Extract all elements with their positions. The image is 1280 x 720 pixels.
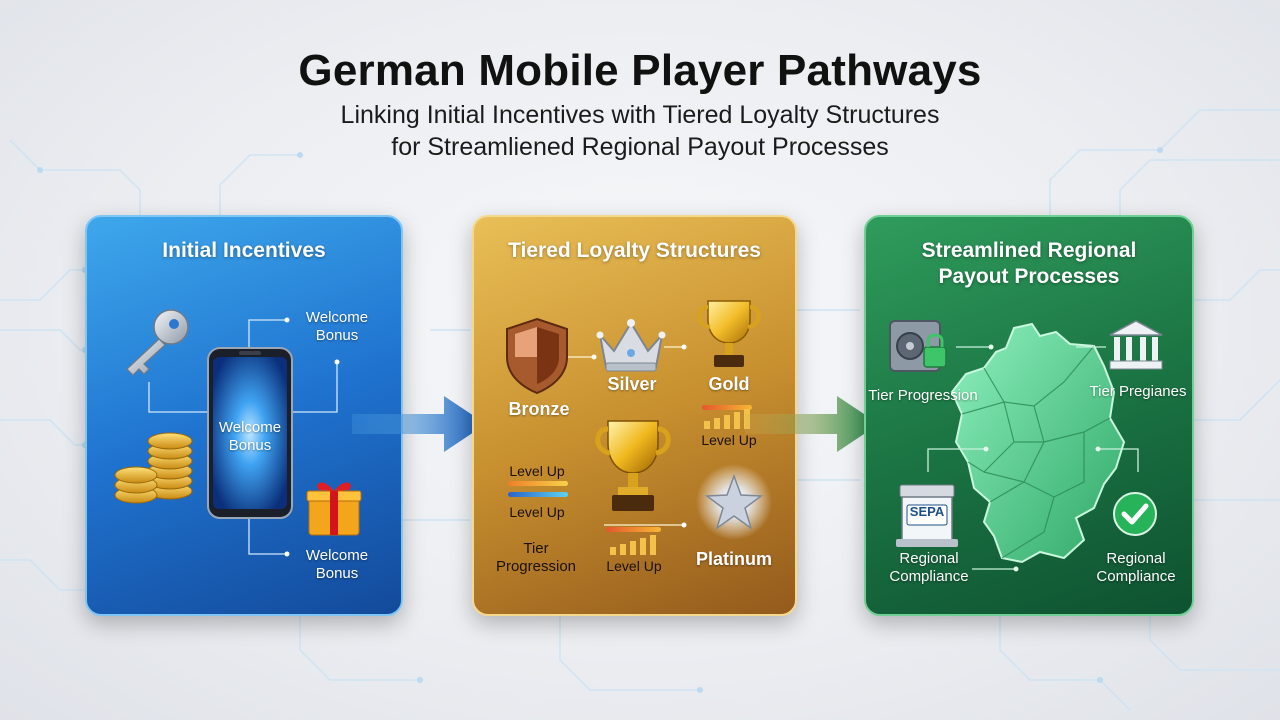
level-bar [508, 492, 568, 497]
tier-silver-label: Silver [607, 374, 657, 394]
level-up-label-1: Level Up [701, 432, 757, 448]
sepa-label: SEPA [909, 504, 945, 519]
level-up-label-4: Level Up [606, 558, 662, 574]
flow-arrow-loyalty-to-payout [745, 396, 879, 452]
compliance-right-label: Regional Compliance [1096, 550, 1176, 585]
bronze-shield-icon [506, 317, 568, 395]
payout-title-line-2: Payout Processes [938, 265, 1120, 288]
tier-platinum-label: Platinum [695, 549, 772, 569]
level-up-label-2: Level Up [509, 463, 565, 479]
bank-building-icon [1109, 320, 1163, 370]
level-up-bars-icon [610, 535, 656, 555]
level-bar [702, 405, 752, 410]
tiered-loyalty-title: Tiered Loyalty Structures [508, 239, 761, 262]
smartphone-icon [207, 347, 293, 519]
germany-map-icon [950, 322, 1126, 564]
gold-coins-icon [114, 432, 193, 504]
welcome-bonus-callout-top: Welcome Bonus [305, 309, 369, 344]
tier-progression-label: Tier Progression [495, 540, 577, 575]
level-up-label-3: Level Up [509, 504, 565, 520]
key-icon [126, 309, 189, 376]
level-bar [606, 527, 661, 532]
page-subtitle-line-2: for Streamliened Regional Payout Process… [391, 133, 889, 161]
payout-tier-progression-label: Tier Progression [868, 387, 978, 404]
sepa-terminal-icon [896, 484, 958, 547]
phone-welcome-bonus-label: Welcome Bonus [218, 419, 282, 454]
gold-trophy-icon [697, 300, 761, 367]
vault-lock-icon [889, 320, 947, 372]
platinum-star-icon [696, 464, 772, 540]
silver-crown-icon [596, 319, 666, 372]
level-bar [508, 481, 568, 486]
page-title: German Mobile Player Pathways [298, 46, 982, 95]
tier-pregianes-label: Tier Pregianes [1089, 383, 1187, 400]
compliance-left-label: Regional Compliance [889, 550, 969, 585]
flow-arrow-incentives-to-loyalty [352, 396, 486, 452]
regional-payout-panel: Streamlined Regional Payout Processes Ti… [864, 215, 1194, 616]
welcome-bonus-callout-bottom: Welcome Bonus [305, 547, 369, 582]
gift-box-icon [306, 482, 362, 536]
tier-bronze-label: Bronze [508, 399, 570, 419]
tiered-loyalty-panel: Tiered Loyalty Structures Bronze Silver … [472, 215, 797, 616]
tier-gold-label: Gold [708, 374, 750, 394]
loyalty-connectors [566, 344, 687, 528]
initial-incentives-title: Initial Incentives [162, 239, 326, 262]
incentive-connectors [148, 317, 340, 557]
page-subtitle-line-1: Linking Initial Incentives with Tiered L… [340, 101, 940, 129]
checkmark-badge-icon [1113, 492, 1157, 536]
payout-title-line-1: Streamlined Regional [921, 239, 1137, 262]
central-trophy-icon [595, 420, 671, 511]
payout-connectors [927, 344, 1139, 572]
initial-incentives-panel: Initial Incentives Welcome Bonus Welcome… [85, 215, 403, 616]
